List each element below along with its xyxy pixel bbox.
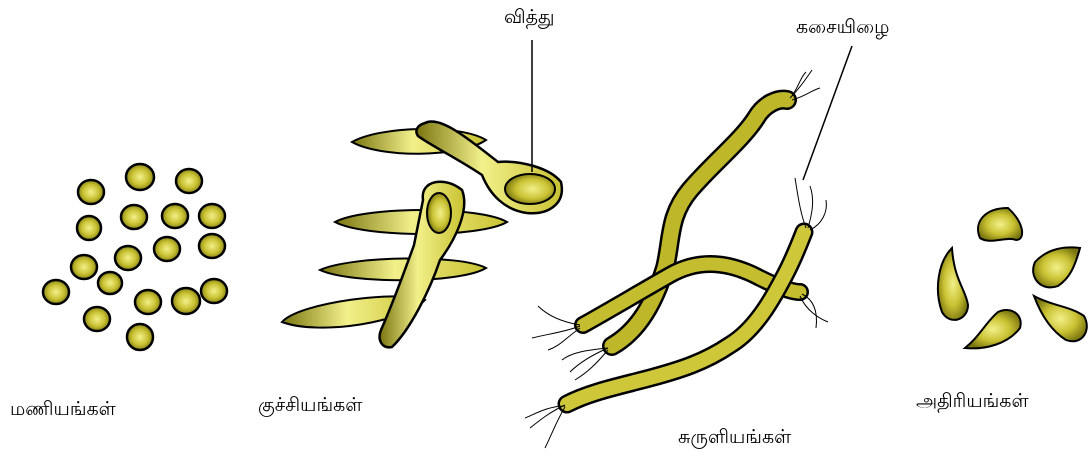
flagellum-pointer-line xyxy=(803,46,852,180)
coccus-cell xyxy=(78,180,104,204)
label-cocci: மணியங்கள் xyxy=(10,400,116,419)
coccus-cell xyxy=(199,234,225,258)
coccus-cell xyxy=(98,272,122,294)
coccus-cell xyxy=(127,324,153,350)
coccus-cell xyxy=(115,246,141,270)
label-vibrio: அதிரியங்கள் xyxy=(916,392,1029,411)
vibrio-group xyxy=(938,208,1087,348)
endospore xyxy=(505,174,555,204)
coccus-cell xyxy=(162,204,188,228)
vibrio-cell xyxy=(1034,296,1087,341)
label-bacilli: குச்சியங்கள் xyxy=(258,396,362,415)
coccus-cell xyxy=(71,255,97,279)
vibrio-cell xyxy=(965,310,1021,348)
vibrio-cell xyxy=(938,248,968,320)
coccus-cell xyxy=(121,205,147,229)
coccus-cell xyxy=(77,216,101,240)
coccus-cell xyxy=(84,307,110,331)
coccus-cell xyxy=(43,280,69,304)
coccus-cell xyxy=(135,290,161,314)
coccus-cell xyxy=(154,237,180,261)
coccus-cell xyxy=(172,288,200,314)
coccus-cell xyxy=(176,169,202,193)
coccus-cell xyxy=(201,279,227,303)
label-spore: வித்து xyxy=(504,8,554,27)
label-flagellum: கசையிழை xyxy=(796,18,889,37)
bacilli-group xyxy=(282,121,562,347)
coccus-cell xyxy=(126,164,154,190)
endospore xyxy=(427,193,451,233)
vibrio-cell xyxy=(978,208,1022,241)
cocci-group xyxy=(43,164,227,350)
coccus-cell xyxy=(199,204,225,228)
spirilla-group xyxy=(525,70,828,448)
vibrio-cell xyxy=(1033,247,1080,287)
label-spirilla: சுருளியங்கள் xyxy=(678,428,791,447)
